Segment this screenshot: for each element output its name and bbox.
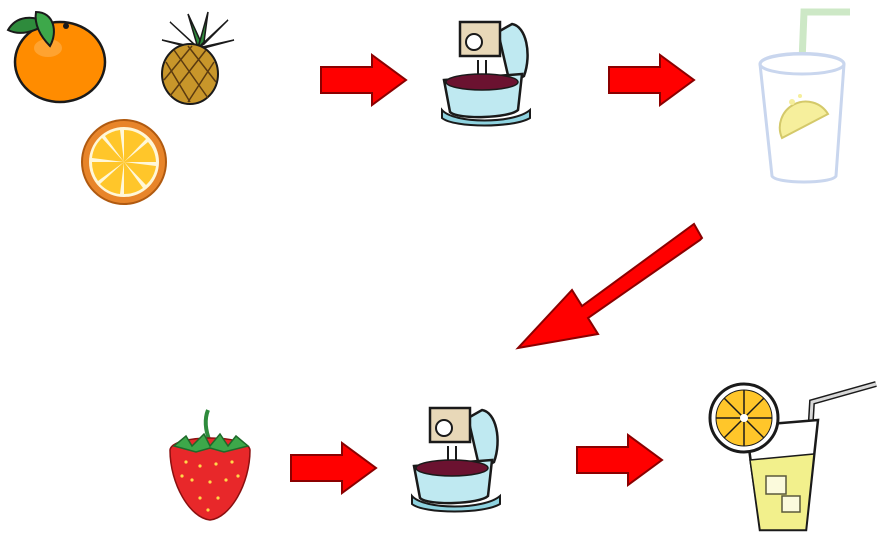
lemonade-glass-icon (700, 380, 878, 534)
right-arrow-2 (606, 52, 698, 108)
orange-icon (6, 8, 106, 104)
blender-icon-2 (410, 400, 510, 512)
pineapple-icon (158, 10, 238, 105)
right-arrow-4 (574, 432, 666, 488)
strawberry-icon (164, 406, 256, 524)
right-arrow-3 (288, 440, 380, 496)
right-arrow-1 (318, 52, 410, 108)
pale-juice-cup-icon (752, 6, 856, 186)
orange-slice-icon (80, 118, 170, 208)
down-left-arrow (512, 218, 712, 358)
blender-icon (440, 14, 540, 126)
